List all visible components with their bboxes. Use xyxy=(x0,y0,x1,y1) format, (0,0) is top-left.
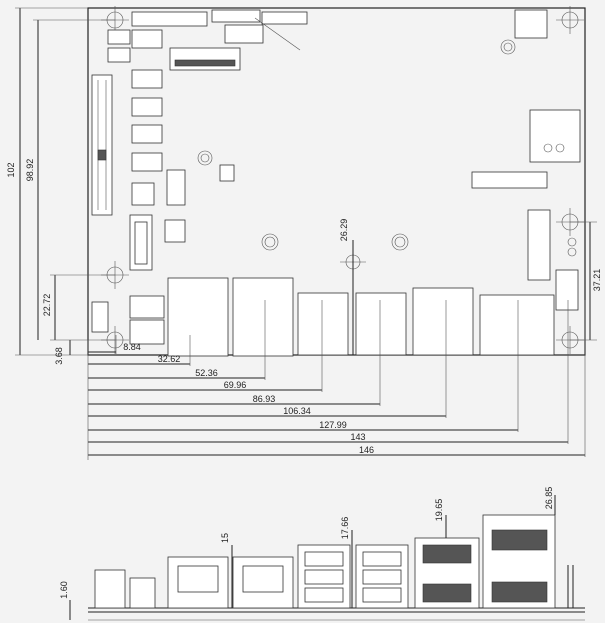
dim-label-dim-69-96: 69.96 xyxy=(224,380,247,390)
hdmi-stack xyxy=(412,287,474,356)
side-hdmi-port xyxy=(422,544,472,564)
side-usb-port xyxy=(362,551,402,567)
dim-label-26-29: 26.29 xyxy=(339,219,349,242)
standoff xyxy=(197,150,213,166)
dim-label-dim-143: 143 xyxy=(350,432,365,442)
side-view: 1.60 15 17.66 19.65 26.85 xyxy=(59,487,585,621)
side-usb-port xyxy=(304,587,344,603)
dim-label-102: 102 xyxy=(6,162,16,177)
side-dc-jack xyxy=(94,569,126,609)
dc-jack xyxy=(91,301,109,333)
side-rj45-1-opening xyxy=(177,565,219,593)
side-dim-label-19-65: 19.65 xyxy=(434,499,444,522)
side-dp-port xyxy=(491,581,548,603)
mounting-hole xyxy=(556,6,584,34)
side-dp-port xyxy=(491,529,548,551)
side-dim-label-1-60: 1.60 xyxy=(59,581,69,599)
sim-slot xyxy=(529,109,581,163)
standoff xyxy=(391,233,409,251)
dim-label-22-72: 22.72 xyxy=(42,294,52,317)
dim-label-dim-146: 146 xyxy=(359,445,374,455)
pin-headers-column xyxy=(107,29,163,206)
side-hdmi-port xyxy=(422,583,472,603)
side-usb-port xyxy=(304,551,344,567)
small-components xyxy=(164,164,235,243)
rj45-port-1 xyxy=(167,277,229,357)
m2-slot xyxy=(169,47,241,71)
side-dim-label-17-66: 17.66 xyxy=(340,517,350,540)
usb-stack-2 xyxy=(355,292,407,356)
displayport-stack xyxy=(479,294,555,356)
dim-label-dim-106-34: 106.34 xyxy=(283,406,311,416)
dim-label-dim-8-84: 8.84 xyxy=(123,342,141,352)
fan-header-right xyxy=(555,237,579,311)
top-view: 102 98.92 22.72 3.68 26.29 37.21 8.84 32.… xyxy=(6,6,602,460)
rj45-port-2 xyxy=(232,277,294,357)
audio-header xyxy=(129,295,165,319)
side-dim-label-26-85: 26.85 xyxy=(544,487,554,510)
side-usb-port xyxy=(362,587,402,603)
usb-stack-1 xyxy=(297,292,349,356)
sata-connector xyxy=(129,214,153,271)
pcie-slot xyxy=(91,74,113,216)
side-usb-port xyxy=(362,569,402,585)
standoff xyxy=(261,233,279,251)
side-audio xyxy=(129,577,156,609)
m2-slot-right xyxy=(471,171,551,281)
left-dimensions xyxy=(15,7,115,356)
dim-label-dim-32-62: 32.62 xyxy=(158,354,181,364)
rear-io-top xyxy=(91,277,555,357)
dim-label-3-68: 3.68 xyxy=(54,347,64,365)
side-usb-port xyxy=(304,569,344,585)
top-headers xyxy=(131,9,548,51)
dim-label-37-21: 37.21 xyxy=(592,269,602,292)
standoff xyxy=(500,39,516,55)
side-dim-label-15: 15 xyxy=(220,533,230,543)
dim-label-dim-52-36: 52.36 xyxy=(195,368,218,378)
dim-label-dim-127-99: 127.99 xyxy=(319,420,347,430)
dim-label-dim-86-93: 86.93 xyxy=(253,394,276,404)
dim-label-98-92: 98.92 xyxy=(25,159,35,182)
side-rj45-2-opening xyxy=(242,565,284,593)
audio-header xyxy=(129,319,165,345)
